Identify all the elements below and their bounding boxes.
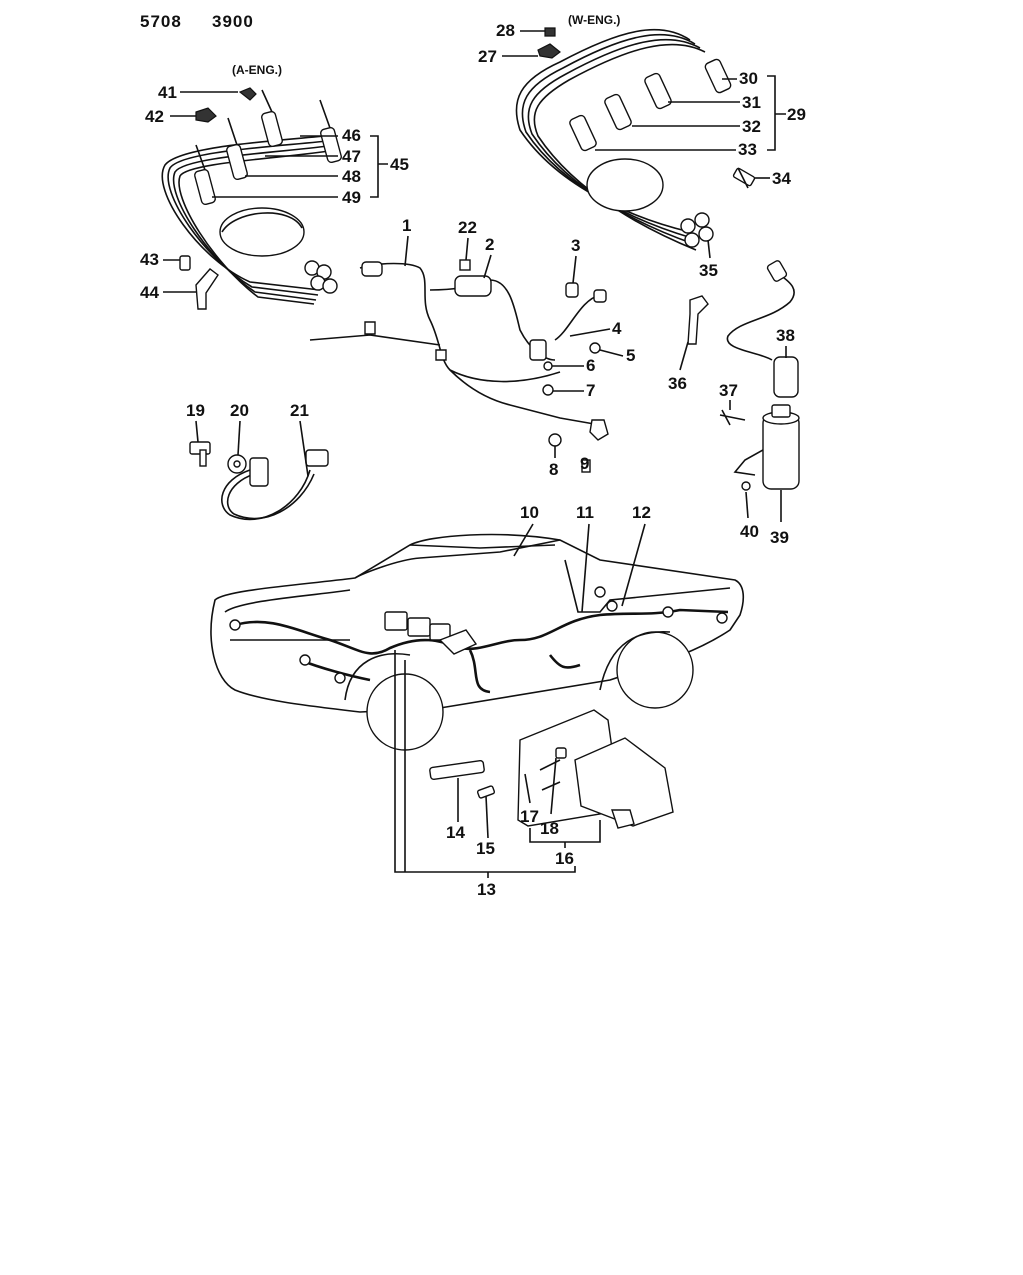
part-29: 29 bbox=[787, 105, 806, 124]
part-34: 34 bbox=[772, 169, 791, 188]
part-28: 28 bbox=[496, 21, 515, 40]
part-40: 40 bbox=[740, 522, 759, 541]
part-33: 33 bbox=[738, 140, 757, 159]
part-8: 8 bbox=[549, 460, 558, 479]
header-left-code: 5708 bbox=[140, 12, 182, 31]
part-42: 42 bbox=[145, 107, 164, 126]
ignitor-group bbox=[429, 709, 674, 829]
part-35: 35 bbox=[699, 261, 718, 280]
part-47: 47 bbox=[342, 147, 361, 166]
part-14: 14 bbox=[446, 823, 465, 842]
part-38: 38 bbox=[776, 326, 795, 345]
part-21: 21 bbox=[290, 401, 309, 420]
part-10: 10 bbox=[520, 503, 539, 522]
part-11: 11 bbox=[576, 503, 594, 522]
w-eng-label: (W-ENG.) bbox=[568, 13, 620, 27]
part-44: 44 bbox=[140, 283, 159, 302]
part-32: 32 bbox=[742, 117, 761, 136]
engine-harness bbox=[309, 259, 609, 473]
ignition-coil-group bbox=[687, 260, 800, 491]
part-27: 27 bbox=[478, 47, 497, 66]
part-19: 19 bbox=[186, 401, 205, 420]
part-12: 12 bbox=[632, 503, 651, 522]
part-9: 9 bbox=[580, 454, 589, 473]
header-right-code: 3900 bbox=[212, 12, 254, 31]
part-22: 22 bbox=[458, 218, 477, 237]
a-eng-label: (A-ENG.) bbox=[232, 63, 282, 77]
part-6: 6 bbox=[586, 356, 595, 375]
part-39: 39 bbox=[770, 528, 789, 547]
part-5: 5 bbox=[626, 346, 635, 365]
part-17: 17 bbox=[520, 807, 539, 826]
part-3: 3 bbox=[571, 236, 580, 255]
w-eng-cable-set: (W-ENG.) bbox=[515, 13, 756, 251]
part-36: 36 bbox=[668, 374, 687, 393]
part-31: 31 bbox=[742, 93, 761, 112]
a-eng-cable-set: (A-ENG.) bbox=[161, 63, 342, 310]
part-4: 4 bbox=[612, 319, 622, 338]
part-43: 43 bbox=[140, 250, 159, 269]
part-30: 30 bbox=[739, 69, 758, 88]
part-1: 1 bbox=[402, 216, 411, 235]
part-16: 16 bbox=[555, 849, 574, 868]
part-7: 7 bbox=[586, 381, 595, 400]
part-37: 37 bbox=[719, 381, 738, 400]
part-48: 48 bbox=[342, 167, 361, 186]
part-2: 2 bbox=[485, 235, 494, 254]
part-41: 41 bbox=[158, 83, 177, 102]
part-45: 45 bbox=[390, 155, 409, 174]
part-20: 20 bbox=[230, 401, 249, 420]
part-18: 18 bbox=[540, 819, 559, 838]
part-49: 49 bbox=[342, 188, 361, 207]
part-46: 46 bbox=[342, 126, 361, 145]
vehicle-body bbox=[210, 533, 745, 751]
ground-cable-group bbox=[189, 441, 329, 521]
part-13: 13 bbox=[477, 880, 496, 899]
part-15: 15 bbox=[476, 839, 495, 858]
